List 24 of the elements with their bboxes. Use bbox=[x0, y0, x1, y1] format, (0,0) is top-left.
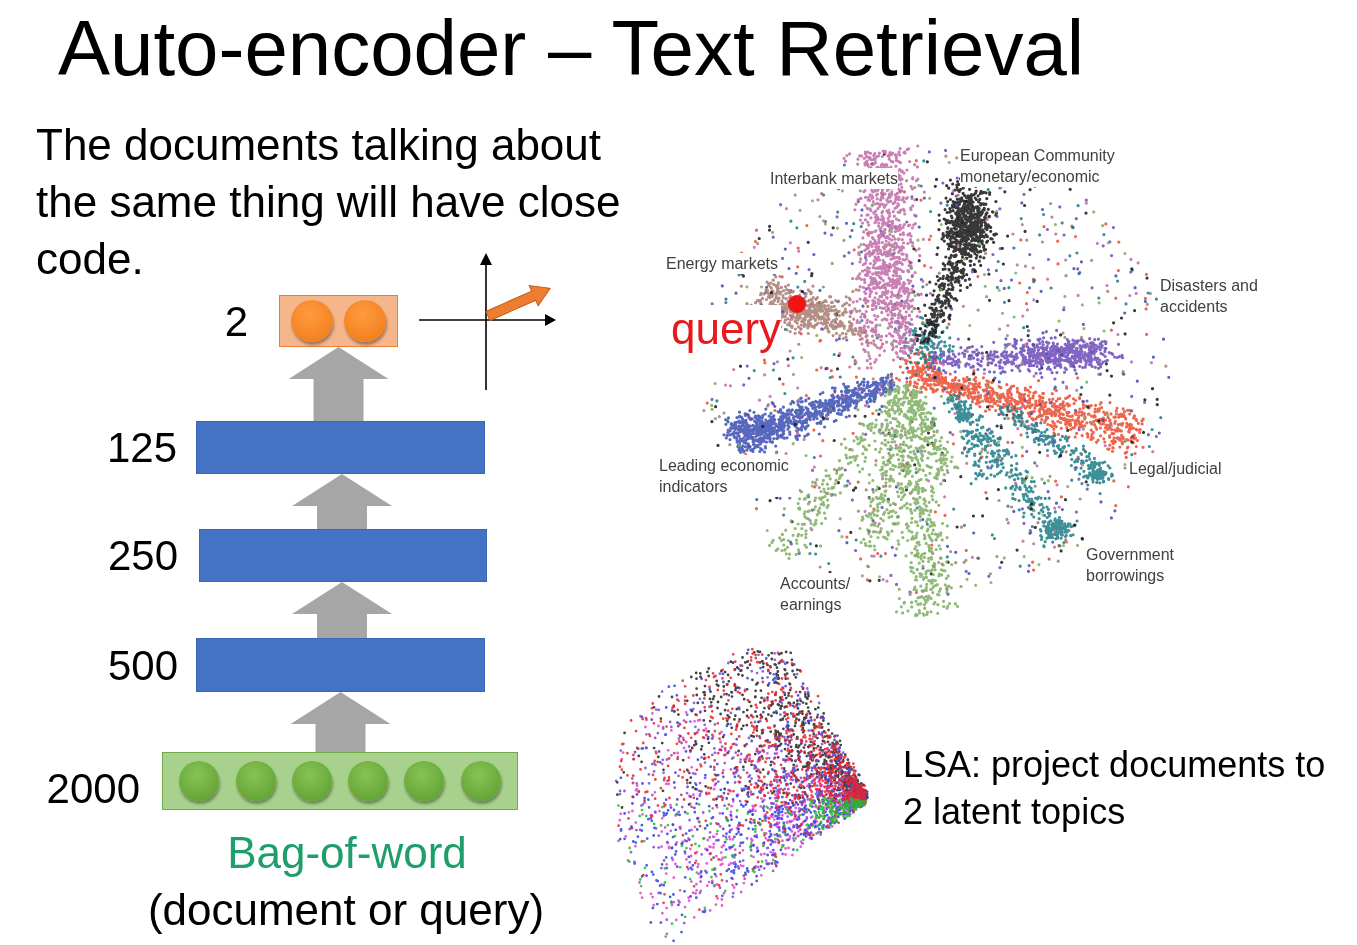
slide-title: Auto-encoder – Text Retrieval bbox=[58, 8, 1085, 88]
layer-size-label: 2 bbox=[223, 301, 248, 343]
input-caption: Bag-of-word bbox=[226, 829, 468, 877]
layer-size-label: 250 bbox=[106, 535, 178, 577]
block-arrow bbox=[292, 582, 392, 638]
layer-size-label: 500 bbox=[106, 645, 178, 687]
cluster-label: Energy markets bbox=[666, 253, 779, 274]
code-layer bbox=[279, 295, 398, 347]
description-text: The documents talking about the same thing will have close code. bbox=[36, 119, 622, 285]
block-arrow bbox=[290, 692, 391, 752]
query-label: query bbox=[671, 305, 782, 353]
cluster-label: Legal/judicial bbox=[1129, 458, 1222, 479]
layer-size-label: 2000 bbox=[45, 768, 140, 810]
input-layer bbox=[162, 752, 518, 810]
block-arrow bbox=[288, 347, 389, 421]
cluster-label: Leading economic indicators bbox=[659, 455, 799, 497]
hidden-layer-bar bbox=[196, 638, 485, 692]
layer-size-label: 125 bbox=[105, 427, 177, 469]
hidden-layer-bar bbox=[196, 421, 485, 474]
input-note: (document or query) bbox=[146, 886, 546, 934]
block-arrow bbox=[292, 474, 392, 529]
hidden-layer-bar bbox=[199, 529, 487, 582]
lsa-caption: LSA: project documents to 2 latent topics bbox=[903, 743, 1327, 834]
cluster-label: Interbank markets bbox=[770, 168, 899, 189]
